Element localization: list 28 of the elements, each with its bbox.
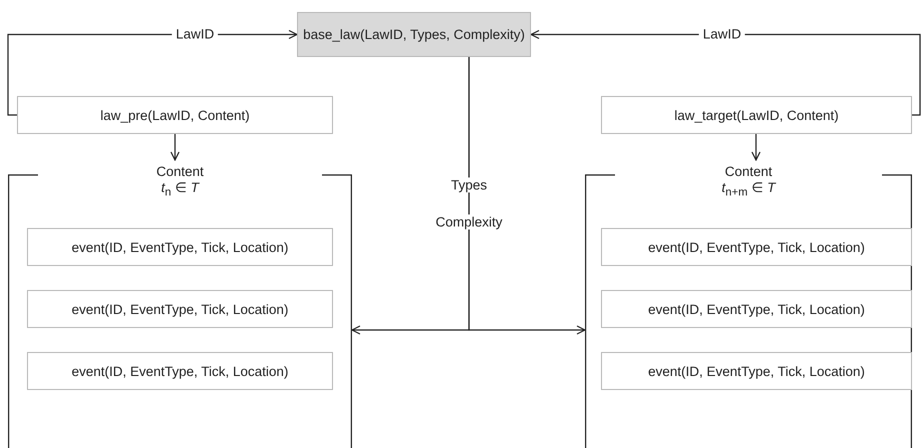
record-label: event(ID, EventType, Tick, Location) — [648, 302, 865, 316]
record-label: base_law(LawID, Types, Complexity) — [303, 27, 525, 42]
arrow — [530, 30, 921, 116]
group-title: Content — [724, 164, 774, 180]
record-label: event(ID, EventType, Tick, Location) — [72, 302, 288, 316]
time-label: t$_{n+m}$ ∈ T — [720, 180, 777, 201]
arrow — [170, 134, 180, 161]
record-label: event(ID, EventType, Tick, Location) — [72, 364, 288, 378]
edge-label: LawID — [698, 26, 746, 42]
record-box — [601, 96, 912, 134]
arrow — [468, 57, 586, 335]
time-label: t$_{n}$ ∈ T — [160, 180, 200, 201]
table-box — [297, 12, 531, 57]
record-label: event(ID, EventType, Tick, Location) — [648, 240, 865, 254]
edge-label: LawID — [172, 26, 218, 42]
record-box — [27, 228, 333, 266]
record-box — [27, 352, 333, 390]
record-label: law_target(LawID, Content) — [674, 108, 839, 122]
record-box — [601, 290, 912, 328]
record-box — [601, 352, 912, 390]
record-label: event(ID, EventType, Tick, Location) — [72, 240, 288, 254]
record-label: law_pre(LawID, Content) — [100, 108, 250, 122]
record-box — [17, 96, 333, 134]
record-box — [601, 228, 912, 266]
arrow — [751, 134, 761, 161]
group-title: Content — [155, 164, 205, 180]
record-label: event(ID, EventType, Tick, Location) — [648, 364, 865, 378]
record-box — [27, 290, 333, 328]
